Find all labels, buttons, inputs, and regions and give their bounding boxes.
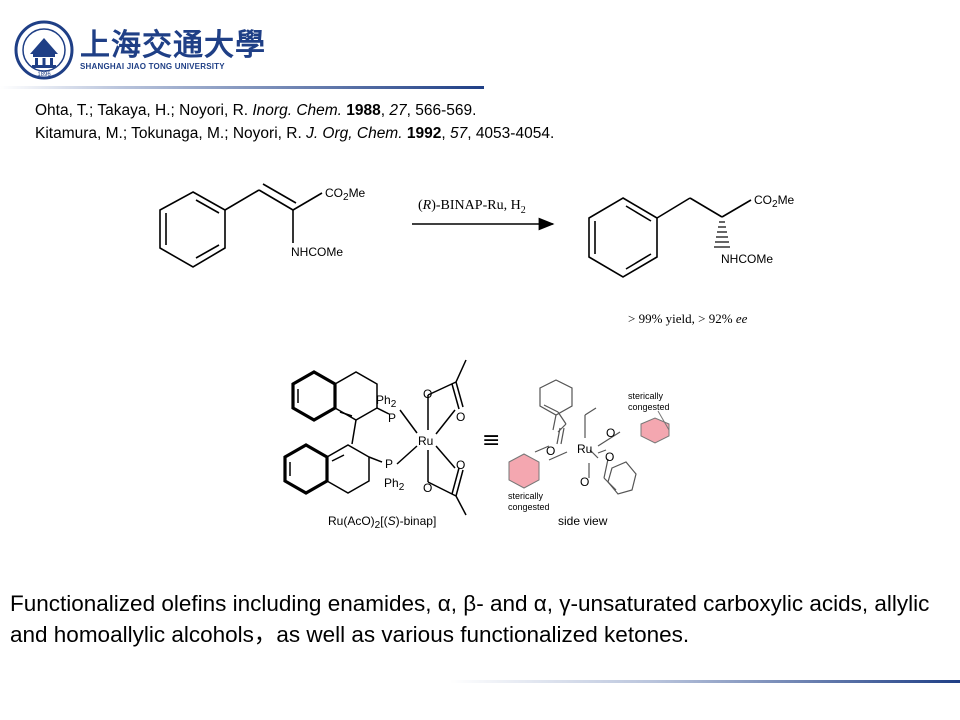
substrate-structure: [159, 183, 323, 268]
side-view-label: side view: [558, 514, 608, 528]
university-name-en: SHANGHAI JIAO TONG UNIVERSITY: [80, 62, 225, 71]
university-logo: 1896 上海交通大學 SHANGHAI JIAO TONG UNIVERSIT…: [14, 18, 265, 82]
o-label-4: O: [423, 481, 432, 495]
p-bottom-label: P: [385, 457, 393, 471]
product-benzene-ring: [588, 197, 658, 278]
naphthyl-ring-bottom-right: [326, 444, 370, 494]
complex-caption: Ru(AcO)2[(S)-binap]: [328, 514, 436, 531]
naphthyl-ring-top-left: [291, 370, 337, 422]
product-ester-label: CO2Me: [754, 193, 795, 210]
side-o-label-1: O: [546, 444, 555, 458]
reagent-label: (R)-BINAP-Ru, H2: [418, 198, 526, 216]
university-name-cn: 上海交通大學: [80, 28, 266, 63]
o-label-1: O: [423, 387, 432, 401]
ph-top-label: Ph2: [376, 393, 397, 410]
binap-complex-structure: [283, 359, 467, 516]
university-seal-icon: 1896: [14, 20, 74, 80]
ph-bottom-label: Ph2: [384, 476, 405, 493]
side-view-structure: [534, 379, 637, 495]
side-o-label-4: O: [580, 475, 589, 489]
o-label-2: O: [456, 410, 465, 424]
product-hashed-bond: [714, 221, 730, 248]
product-structure: [588, 197, 752, 278]
substrate-amide-label: NHCOMe: [291, 245, 343, 259]
hexagon-top-left: [539, 379, 573, 416]
hexagon-bottom-right: [607, 461, 637, 495]
substrate-ester-label: CO2Me: [325, 186, 366, 203]
o-label-3: O: [456, 458, 465, 472]
yield-ee-label: > 99% yield, > 92% ee: [628, 311, 748, 326]
p-top-label: P: [388, 411, 396, 425]
side-o-label-3: O: [605, 450, 614, 464]
side-o-label-2: O: [606, 426, 615, 440]
reference-2: Kitamura, M.; Tokunaga, M.; Noyori, R. J…: [35, 125, 555, 142]
references: Ohta, T.; Takaya, H.; Noyori, R. Inorg. …: [35, 99, 554, 145]
seal-year: 1896: [37, 72, 51, 78]
header-divider: [0, 86, 484, 89]
summary-text: Functionalized olefins including enamide…: [10, 591, 930, 647]
ru-center-label: Ru: [418, 434, 433, 448]
side-ru-label: Ru: [577, 442, 592, 456]
substrate-benzene-ring: [159, 191, 226, 268]
naphthyl-ring-bottom-left: [283, 443, 329, 495]
sterically-congested-hexagon-top: [640, 417, 670, 444]
sterically-congested-hexagon-bottom: [508, 453, 540, 489]
footer-divider: [450, 680, 960, 683]
reference-1: Ohta, T.; Takaya, H.; Noyori, R. Inorg. …: [35, 102, 477, 119]
product-amide-label: NHCOMe: [721, 252, 773, 266]
equivalence-symbol: ≡: [482, 428, 500, 453]
